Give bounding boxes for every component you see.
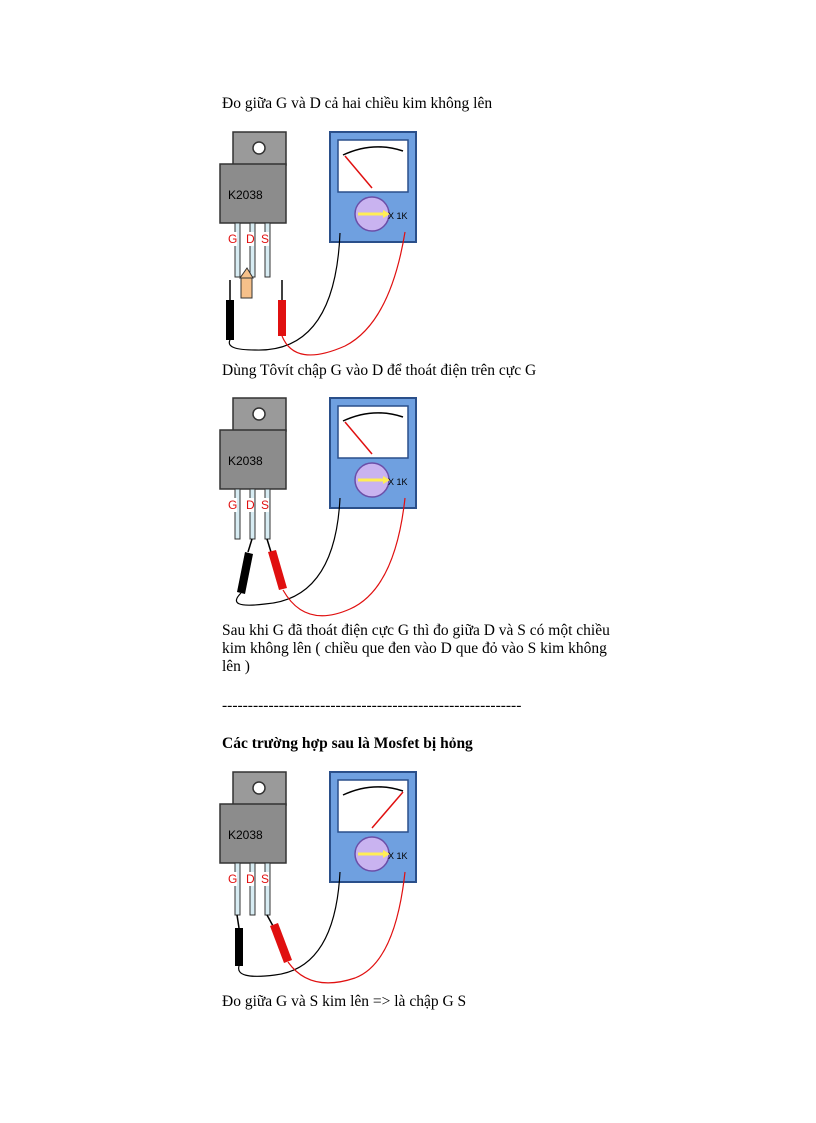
mosfet-k2038: K2038 G D S xyxy=(219,397,287,540)
mosfet-k2038: K2038 G D S xyxy=(219,771,287,916)
meter-needle xyxy=(344,155,373,189)
red-probe xyxy=(266,497,406,617)
black-probe xyxy=(235,497,341,606)
meter-needle xyxy=(371,791,404,829)
figure-3-short-g-s: X 1K K2038 G D S xyxy=(215,768,420,998)
section-heading: Các trường hợp sau là Mosfet bị hỏng xyxy=(222,735,473,752)
caption-2: Dùng Tôvít chập G vào D để thoát điện tr… xyxy=(222,362,537,379)
screwdriver xyxy=(239,267,254,299)
caption-4: Đo giữa G và S kim lên => là chập G S xyxy=(222,993,467,1010)
pin-g-label: G xyxy=(228,498,237,512)
dashed-divider: ----------------------------------------… xyxy=(222,697,522,714)
pin-d-label: D xyxy=(246,498,255,512)
range-label: X 1K xyxy=(388,477,408,487)
black-probe xyxy=(235,871,341,977)
multimeter: X 1K xyxy=(329,397,417,509)
mosfet-k2038: K2038 G D S xyxy=(219,131,287,278)
range-label: X 1K xyxy=(388,851,408,861)
caption-3-line-1: Sau khi G đã thoát điện cực G thì đo giữ… xyxy=(222,622,610,639)
part-number: K2038 xyxy=(228,828,263,842)
caption-3-line-3: lên ) xyxy=(222,658,250,675)
pin-d-label: D xyxy=(246,232,255,246)
pin-s-label: S xyxy=(261,872,269,886)
figure-1-measure-g-d: X 1K K2038 G D S xyxy=(215,128,420,358)
pin-s-label: S xyxy=(261,232,269,246)
part-number: K2038 xyxy=(228,454,263,468)
pin-g-label: G xyxy=(228,232,237,246)
multimeter: X 1K xyxy=(329,131,417,243)
pin-s-label: S xyxy=(261,498,269,512)
caption-1: Đo giữa G và D cả hai chiều kim không lê… xyxy=(222,95,493,112)
figure-2-discharge-gate: X 1K K2038 G D S xyxy=(215,394,420,624)
pin-d-label: D xyxy=(246,872,255,886)
range-label: X 1K xyxy=(388,211,408,221)
meter-needle xyxy=(344,421,373,455)
part-number: K2038 xyxy=(228,188,263,202)
red-probe xyxy=(278,231,406,356)
caption-3-line-2: kim không lên ( chiều que đen vào D que … xyxy=(222,640,607,657)
black-probe xyxy=(226,232,341,351)
pin-g-label: G xyxy=(228,872,237,886)
multimeter: X 1K xyxy=(329,771,417,883)
red-probe xyxy=(266,871,406,984)
